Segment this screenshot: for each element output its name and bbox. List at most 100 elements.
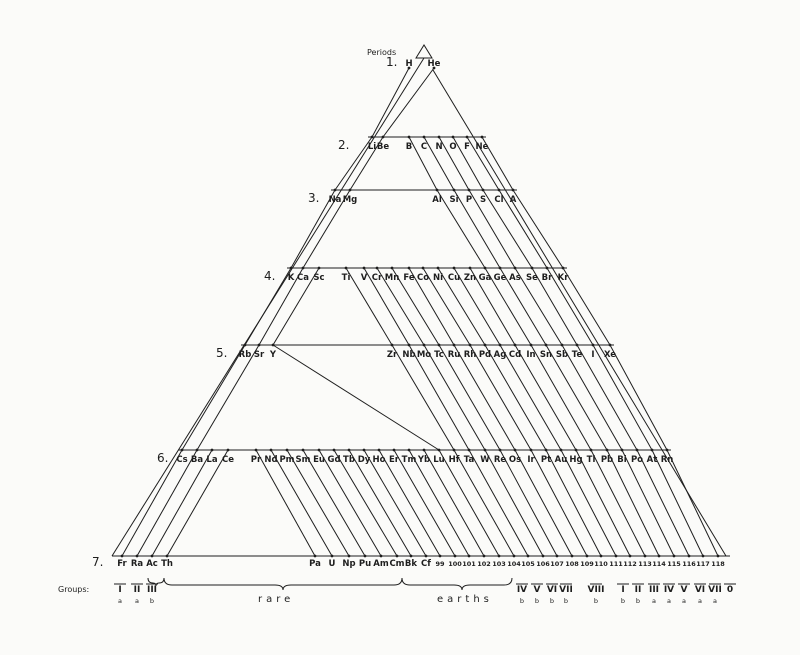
period-rows [118, 66, 722, 558]
element-symbol: Po [631, 455, 643, 465]
element-node [435, 188, 439, 192]
element-connector [438, 449, 500, 557]
element-node [513, 266, 517, 270]
element-symbol: 115 [667, 560, 681, 568]
element-connector [609, 344, 668, 451]
period-number: 6. [157, 451, 168, 465]
element-connector [333, 449, 398, 557]
element-node [347, 554, 351, 558]
earths-label: earths [437, 594, 493, 605]
element-node [665, 448, 669, 452]
element-connector [452, 136, 484, 191]
element-symbol: Se [526, 273, 538, 283]
element-symbol: 109 [580, 560, 594, 568]
element-symbol: Os [509, 455, 521, 465]
element-connector [376, 267, 425, 346]
element-node [687, 554, 691, 558]
element-node [379, 554, 383, 558]
element-node [347, 448, 351, 452]
element-node [574, 448, 578, 452]
element-symbol: Cu [448, 273, 460, 283]
element-node [243, 343, 247, 347]
element-symbol: I [591, 350, 594, 360]
element-node [285, 448, 289, 452]
element-symbol: W [480, 455, 490, 465]
element-connector [349, 136, 384, 191]
element-connector [272, 267, 320, 346]
element-node [301, 266, 305, 270]
element-connector [530, 344, 592, 451]
group-numeral: V [534, 585, 541, 595]
group-subtype: a [698, 597, 702, 605]
element-symbol: Tm [402, 455, 417, 465]
element-symbol: Rh [464, 350, 477, 360]
element-connector [562, 267, 611, 346]
element-symbol: Tl [587, 455, 596, 465]
element-symbol: Ac [146, 559, 158, 569]
element-node [390, 343, 394, 347]
element-symbol: Mn [385, 273, 400, 283]
element-node [330, 554, 334, 558]
element-connector [575, 449, 631, 557]
element-connector [512, 189, 564, 269]
element-node [362, 448, 366, 452]
element-symbol: 114 [652, 560, 666, 568]
element-symbol: H [405, 59, 412, 69]
element-node [348, 188, 352, 192]
element-connector [244, 267, 292, 346]
element-symbol: Pu [359, 559, 371, 569]
element-symbol: Ir [527, 455, 535, 465]
element-symbol: 118 [711, 560, 725, 568]
element-symbol: Na [329, 195, 342, 205]
braces: rare earths [147, 577, 513, 605]
element-connector [270, 449, 333, 557]
element-symbol: Fr [117, 559, 127, 569]
element-connector [482, 189, 533, 269]
group-subtype: b [535, 597, 539, 605]
element-symbol: Ru [448, 350, 461, 360]
element-connector [606, 449, 660, 557]
element-connector [561, 344, 623, 451]
element-connector [255, 449, 316, 557]
element-symbol: Ge [494, 273, 507, 283]
element-symbol: Sc [313, 273, 324, 283]
group-numeral: VII [559, 585, 573, 595]
element-symbol: K [288, 273, 295, 283]
element-symbol: Ga [479, 273, 492, 283]
element-symbol: Be [377, 142, 389, 152]
element-node [608, 343, 612, 347]
element-node [591, 343, 595, 347]
element-symbol: Cd [509, 350, 521, 360]
element-connector [468, 449, 529, 557]
element-connector [651, 449, 704, 557]
element-connector [286, 449, 350, 557]
element-symbol: Ca [297, 273, 309, 283]
element-connector [151, 449, 213, 557]
period-number: 4. [264, 269, 275, 283]
element-node [497, 554, 501, 558]
element-symbol: Ag [494, 350, 507, 360]
element-symbol: Br [542, 273, 553, 283]
element-symbol: Pr [251, 455, 262, 465]
element-node [513, 448, 517, 452]
element-symbol: Tc [434, 350, 444, 360]
element-node [301, 448, 305, 452]
element-node [377, 448, 381, 452]
group-subtype: b [150, 597, 154, 605]
group-numeral: 0 [727, 585, 733, 595]
element-symbol: A [510, 195, 517, 205]
group-subtype: a [667, 597, 671, 605]
element-node [498, 343, 502, 347]
element-connector [196, 344, 260, 451]
element-connector [302, 449, 366, 557]
element-connector [363, 267, 410, 346]
element-symbol: 102 [477, 560, 491, 568]
element-symbol: Tb [343, 455, 355, 465]
element-connector [453, 344, 516, 451]
element-symbol: Sb [556, 350, 568, 360]
element-connector [363, 449, 427, 557]
brace-rare [163, 577, 403, 591]
element-node [370, 135, 374, 139]
element-symbol: S [480, 195, 486, 205]
element-node [432, 66, 436, 70]
